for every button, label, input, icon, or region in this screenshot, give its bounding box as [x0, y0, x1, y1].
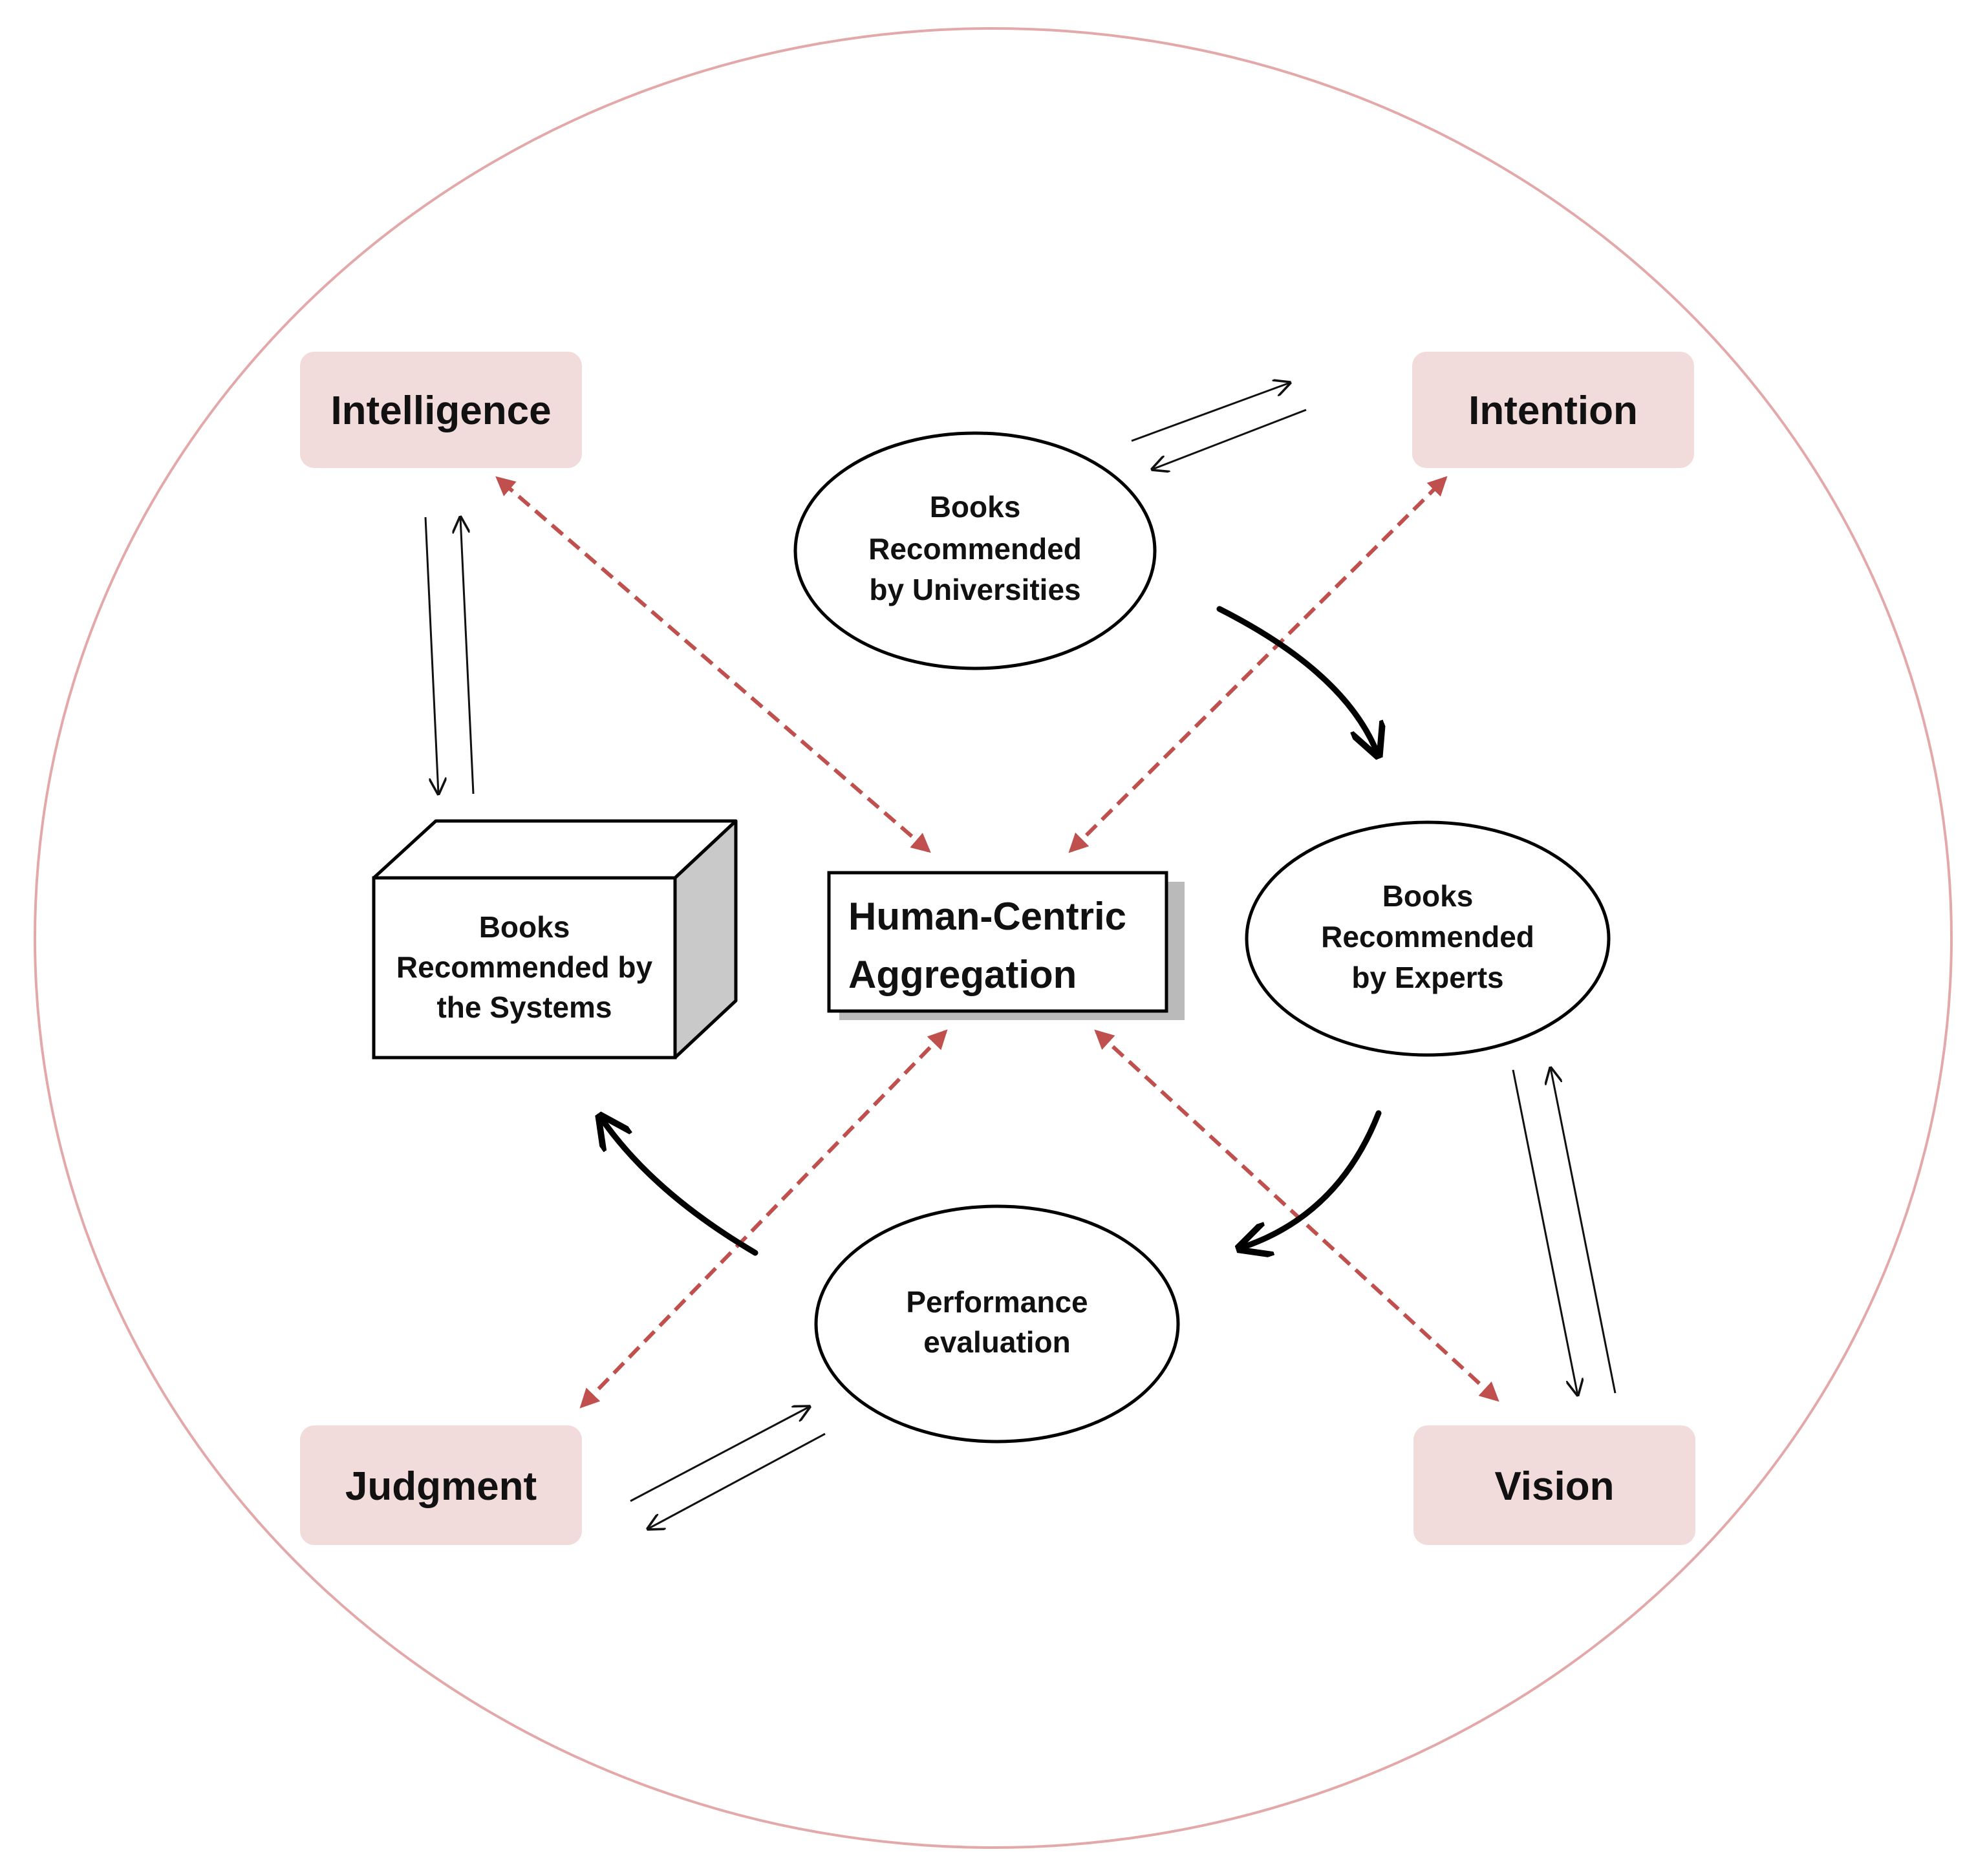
center-box: Human-Centric Aggregation [827, 871, 1185, 1020]
corner-intention: Intention [1412, 352, 1694, 468]
thin-arrow-intention-out [1131, 383, 1290, 442]
node-universities-line2: Recommended [868, 532, 1082, 566]
cycle-arrow-experts-to-performance [1241, 1110, 1382, 1248]
corner-judgment: Judgment [300, 1425, 582, 1545]
thin-arrow-intelligence-down [424, 517, 438, 794]
node-universities-line1: Books [930, 490, 1021, 524]
corner-intention-label: Intention [1468, 389, 1638, 433]
thin-arrow-judgment-out [630, 1407, 810, 1502]
node-experts-line1: Books [1382, 879, 1474, 913]
node-universities-line3: by Universities [869, 573, 1080, 606]
systems-box-top [372, 819, 738, 880]
node-systems: Books Recommended by the Systems [372, 819, 738, 1060]
node-performance-line2: evaluation [923, 1325, 1071, 1359]
dashed-arrow-intelligence [495, 476, 931, 853]
node-experts: Books Recommended by Experts [1245, 820, 1611, 1057]
dashed-arrow-vision [1094, 1029, 1499, 1402]
corner-judgment-label: Judgment [345, 1464, 537, 1509]
node-performance: Performance evaluation [814, 1204, 1180, 1444]
outer-circle [34, 27, 1953, 1849]
thin-arrow-judgment-in [648, 1433, 826, 1529]
node-systems-line2: Recommended by [396, 950, 653, 984]
thin-arrow-vision-down [1512, 1069, 1578, 1395]
node-systems-line1: Books [479, 910, 570, 944]
thin-arrow-intelligence-up [460, 517, 475, 794]
node-systems-line3: the Systems [436, 990, 612, 1024]
corner-vision-label: Vision [1495, 1464, 1615, 1509]
node-performance-line1: Performance [906, 1285, 1088, 1319]
center-label-line2: Aggregation [848, 953, 1077, 996]
cycle-arrow-universities-to-experts [1216, 606, 1377, 753]
node-universities: Books Recommended by Universities [793, 431, 1157, 670]
thin-arrow-vision-up [1551, 1068, 1616, 1394]
systems-box-front [372, 876, 677, 1060]
node-experts-line2: Recommended [1321, 920, 1534, 954]
thin-arrows [424, 383, 1616, 1529]
node-experts-line3: by Experts [1351, 961, 1503, 994]
thin-arrow-intention-in [1152, 409, 1307, 469]
cycle-arrows [601, 606, 1382, 1256]
dashed-arrows [495, 476, 1499, 1409]
corner-intelligence: Intelligence [300, 352, 582, 468]
cycle-arrow-performance-to-systems [601, 1118, 758, 1256]
center-label-line1: Human-Centric [848, 895, 1126, 938]
corner-vision: Vision [1413, 1425, 1695, 1545]
corner-intelligence-label: Intelligence [330, 389, 551, 433]
dashed-arrow-intention [1068, 476, 1448, 853]
